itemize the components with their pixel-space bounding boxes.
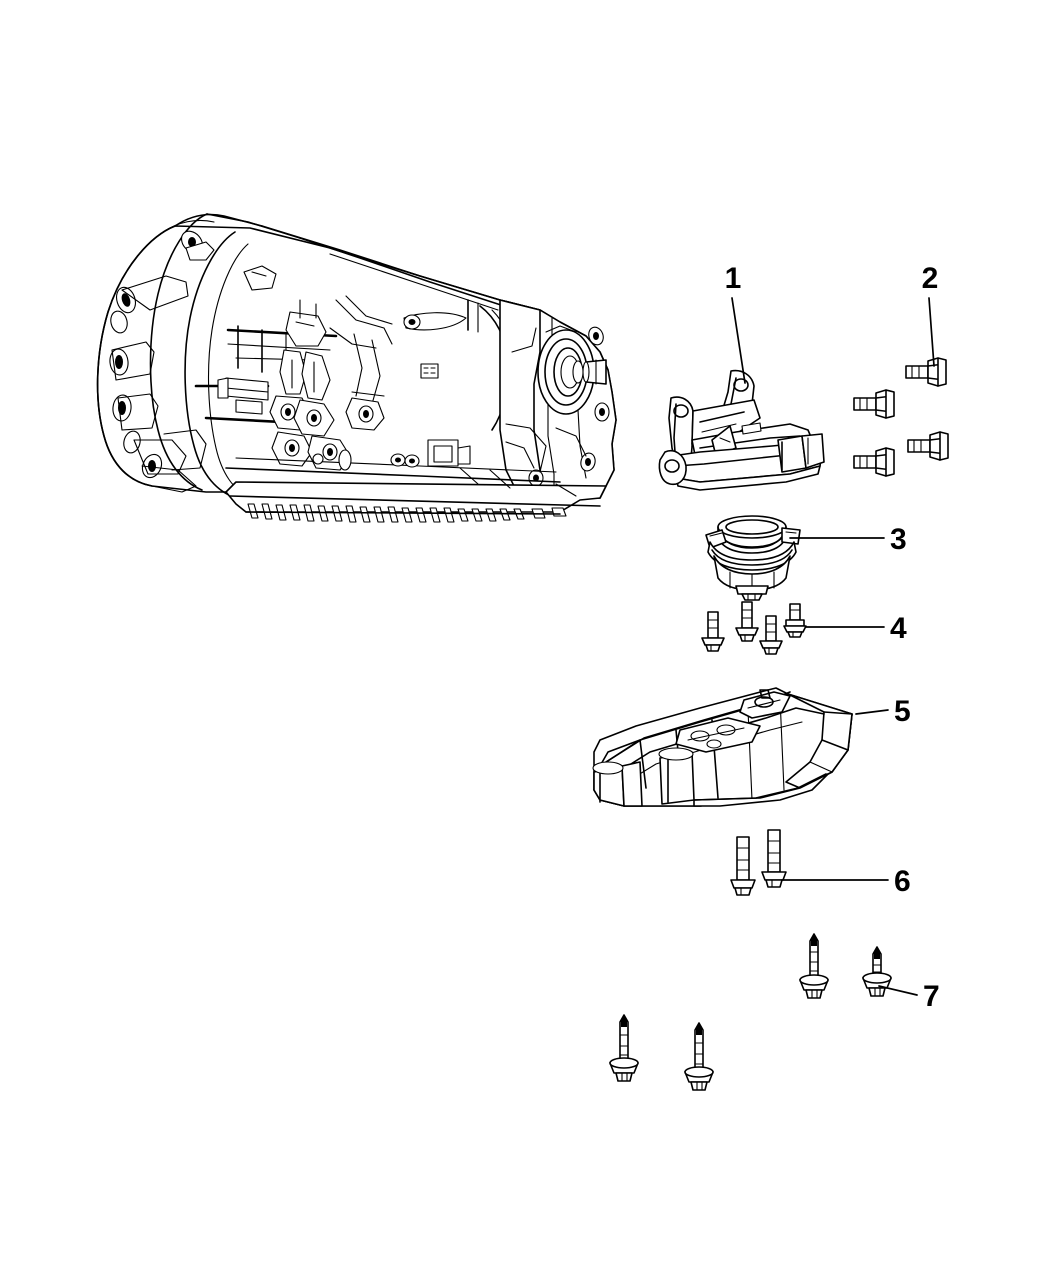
- leader-line-7: [878, 985, 918, 996]
- bolt-vertical-flange: [735, 601, 759, 642]
- callout-layer: 1 2 3 4 5 6 7: [725, 262, 940, 1013]
- callout-number-4: 4: [890, 612, 907, 645]
- isolator-bolts: [701, 601, 807, 655]
- leader-line-5: [855, 709, 889, 715]
- transmission-mount-bracket: [658, 369, 825, 491]
- isolator-mount: [705, 515, 801, 601]
- callout-number-5: 5: [894, 695, 911, 728]
- bolt-pointed-stud: [684, 1022, 714, 1091]
- callout-number-7: 7: [923, 980, 940, 1013]
- bolt-vertical-flange: [783, 603, 807, 638]
- bolt-long-flange: [730, 836, 756, 896]
- output-shaft: [537, 329, 607, 415]
- leader-line-2: [928, 297, 935, 367]
- bolt-pointed-stud: [799, 933, 829, 999]
- bolt-vertical-flange: [759, 615, 783, 655]
- bolt-hex-flange: [907, 431, 949, 461]
- crossmember: [592, 687, 853, 807]
- callout-number-3: 3: [890, 523, 907, 556]
- bolt-hex-flange: [853, 389, 895, 419]
- callout-number-2: 2: [922, 262, 939, 295]
- callout-number-1: 1: [725, 262, 742, 295]
- crossmember-bolts: [730, 829, 787, 896]
- bolt-long-flange: [761, 829, 787, 888]
- callout-number-6: 6: [894, 865, 911, 898]
- bolt-vertical-flange: [701, 611, 725, 652]
- bolt-hex-flange: [905, 357, 947, 387]
- frame-bolts: [609, 933, 892, 1091]
- bracket-bolts: [853, 357, 949, 477]
- bolt-hex-flange: [853, 447, 895, 477]
- leader-line-1: [731, 297, 746, 384]
- bolt-pointed-stud: [609, 1014, 639, 1082]
- transmission-assembly: [96, 213, 617, 523]
